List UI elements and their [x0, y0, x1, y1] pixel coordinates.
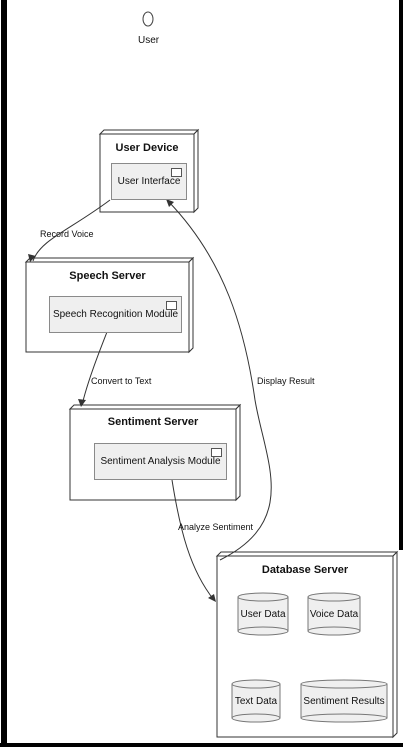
db-store-user-data [237, 592, 289, 636]
speech-server-title: Speech Server [69, 270, 146, 282]
db-store-user-data-label: User Data [240, 609, 286, 620]
db-store-sentiment-results [300, 679, 388, 723]
user-actor-icon [142, 11, 154, 27]
edge-label-display-result: Display Result [257, 376, 315, 386]
db-store-sentiment-results-label: Sentiment Results [303, 696, 385, 707]
component-icon [211, 448, 222, 457]
sentiment-analysis-label: Sentiment Analysis Module [100, 456, 221, 467]
db-store-voice-data-label: Voice Data [309, 609, 359, 620]
edge-label-analyze-sentiment: Analyze Sentiment [178, 522, 254, 532]
edge-label-record-voice: Record Voice [40, 229, 94, 239]
user-device-title: User Device [115, 142, 179, 154]
user-interface-label: User Interface [117, 176, 181, 187]
sentiment-analysis-component: Sentiment Analysis Module [94, 443, 227, 480]
edge-analyze-sentiment-arrowhead [208, 594, 216, 602]
speech-recognition-component: Speech Recognition Module [49, 296, 182, 333]
database-server-title: Database Server [261, 564, 349, 576]
db-store-text-data-label: Text Data [234, 696, 278, 707]
db-store-voice-data [307, 592, 361, 636]
user-interface-component: User Interface [111, 163, 187, 200]
edge-analyze-sentiment [171, 479, 215, 601]
sentiment-server-title: Sentiment Server [107, 416, 199, 428]
edge-label-convert-to-text: Convert to Text [91, 376, 152, 386]
edge-convert-to-text [81, 331, 108, 406]
component-icon [171, 168, 182, 177]
db-store-text-data [231, 679, 281, 723]
edge-display-result [167, 200, 272, 561]
edge-record-voice-arrowhead [28, 254, 36, 262]
edge-convert-to-text-arrowhead [78, 399, 86, 407]
edge-record-voice [32, 199, 111, 262]
actor-label: User [138, 35, 160, 46]
edge-display-result-arrowhead [166, 199, 174, 207]
speech-recognition-label: Speech Recognition Module [52, 309, 179, 320]
component-icon [166, 301, 177, 310]
